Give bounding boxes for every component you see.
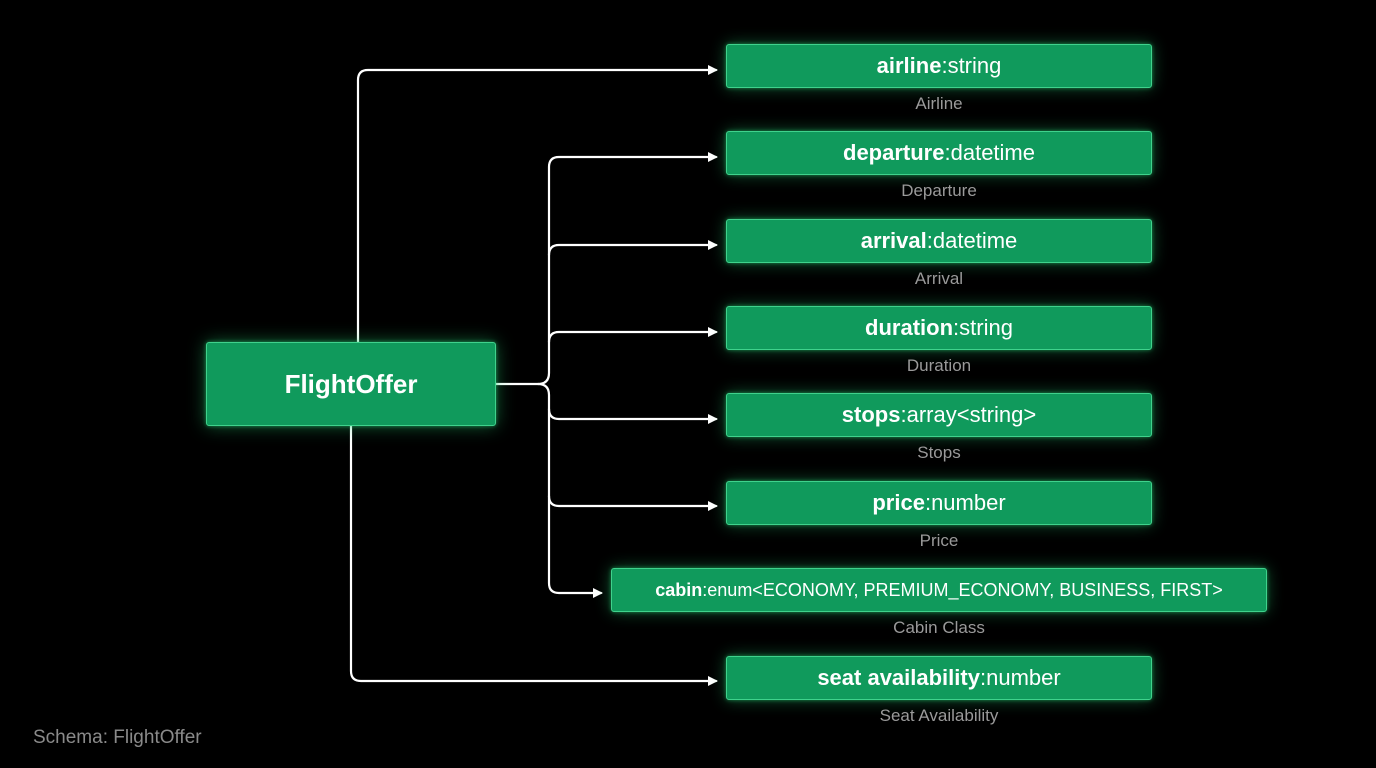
- field-caption-price: Price: [919, 531, 959, 550]
- field-type: string: [947, 53, 1002, 78]
- field-name: departure: [843, 140, 945, 165]
- connector-airline: [356, 65, 718, 344]
- field-separator: :: [702, 579, 708, 600]
- field-name: airline: [876, 53, 942, 78]
- connector-arrival: [547, 240, 718, 257]
- connector-trunk: [494, 152, 718, 386]
- root-entity-box: FlightOffer: [206, 342, 496, 426]
- field-separator: :: [953, 315, 960, 340]
- connector-trunk-down: [536, 382, 603, 598]
- field-box-seat-availability: seat availability: number: [726, 656, 1152, 700]
- field-type: number: [986, 665, 1061, 690]
- field-box-arrival: arrival: datetime: [726, 219, 1152, 263]
- field-separator: :: [944, 140, 951, 165]
- field-box-airline: airline: string: [726, 44, 1152, 88]
- field-name: price: [872, 490, 925, 515]
- connector-duration: [547, 327, 718, 344]
- field-separator: :: [924, 490, 932, 515]
- field-separator: :: [900, 402, 907, 427]
- field-type: number: [931, 490, 1006, 515]
- schema-footer-label: Schema: FlightOffer: [33, 727, 202, 748]
- field-caption-cabin: Cabin Class: [893, 618, 985, 637]
- field-type: enum<ECONOMY, PREMIUM_ECONOMY, BUSINESS,…: [707, 579, 1223, 600]
- connector-seat-availability: [349, 424, 718, 686]
- field-name: duration: [865, 315, 954, 340]
- field-box-duration: duration: string: [726, 306, 1152, 350]
- field-caption-duration: Duration: [906, 356, 972, 375]
- field-caption-departure: Departure: [901, 181, 977, 200]
- field-box-departure: departure: datetime: [726, 131, 1152, 175]
- field-caption-airline: Airline: [915, 94, 963, 113]
- field-type: string: [959, 315, 1013, 340]
- root-entity-label: FlightOffer: [284, 368, 418, 399]
- field-caption-stops: Stops: [917, 443, 961, 462]
- field-separator: :: [941, 53, 948, 78]
- field-box-cabin: cabin: enum<ECONOMY, PREMIUM_ECONOMY, BU…: [611, 568, 1267, 612]
- field-name: arrival: [860, 228, 927, 253]
- field-type: array<string>: [906, 402, 1037, 427]
- field-caption-seat-availability: Seat Availability: [879, 706, 999, 725]
- field-name: cabin: [655, 579, 703, 600]
- field-caption-arrival: Arrival: [914, 269, 964, 288]
- field-name: seat availability: [817, 665, 980, 690]
- field-box-stops: stops: array<string>: [726, 393, 1152, 437]
- connector-price: [547, 494, 718, 511]
- field-separator: :: [979, 665, 987, 690]
- field-box-price: price: number: [726, 481, 1152, 525]
- field-name: stops: [841, 402, 901, 427]
- field-type: datetime: [950, 140, 1035, 165]
- field-type: datetime: [932, 228, 1018, 253]
- field-separator: :: [926, 228, 933, 253]
- connector-stops: [547, 407, 718, 424]
